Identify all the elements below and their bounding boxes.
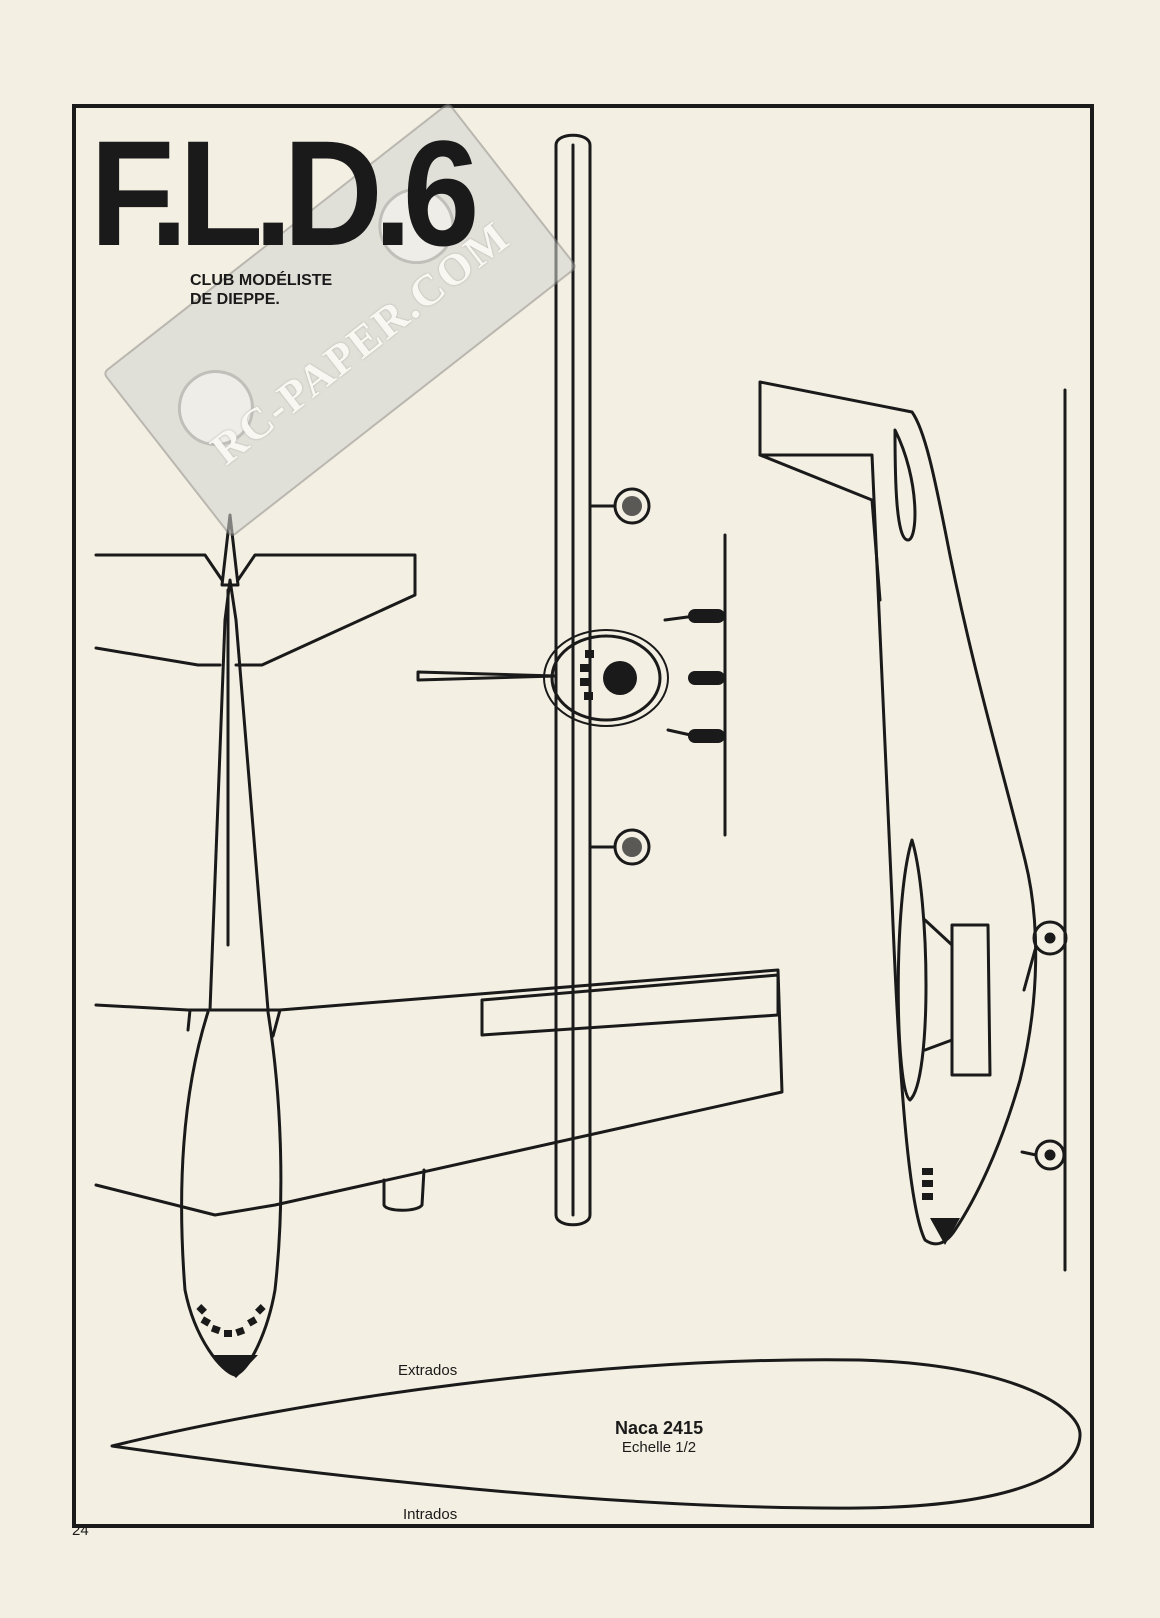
- airfoil-profile: [110, 1358, 1082, 1510]
- club-name-line2: DE DIEPPE.: [190, 291, 280, 308]
- front-view: [416, 133, 727, 1227]
- top-view-aileron: [480, 973, 780, 1037]
- top-view-tailplane: [94, 553, 417, 667]
- top-view-nacelle: [382, 1168, 426, 1212]
- side-view-canopy-rear: [896, 838, 928, 1102]
- front-view-fuselage: [550, 634, 662, 722]
- top-view: [94, 513, 784, 1378]
- front-view-wing-span: [554, 133, 592, 1227]
- plan-frame: [72, 104, 1094, 1528]
- page-title: F.L.D.6: [90, 109, 480, 277]
- side-view-fuselage: [758, 380, 1038, 1246]
- top-view-fuselage: [180, 578, 283, 1377]
- airfoil-caption: Naca 2415 Echelle 1/2: [615, 1418, 703, 1456]
- top-view-windows: [196, 1304, 266, 1378]
- intrados-label: Intrados: [403, 1506, 458, 1523]
- side-view-engine: [950, 923, 992, 1077]
- side-view-canopy: [893, 428, 917, 542]
- side-view: [758, 380, 1068, 1272]
- front-view-fin: [416, 670, 558, 682]
- club-name-line1: CLUB MODÉLISTE: [190, 272, 333, 289]
- extrados-label: Extrados: [398, 1362, 458, 1379]
- page-number: 24: [72, 1522, 89, 1539]
- airfoil-name: Naca 2415: [615, 1418, 704, 1438]
- top-view-wing: [94, 968, 784, 1217]
- top-view-fin: [220, 513, 240, 587]
- club-name: CLUB MODÉLISTE DE DIEPPE.: [190, 271, 332, 309]
- airfoil-scale: Echelle 1/2: [621, 1439, 697, 1456]
